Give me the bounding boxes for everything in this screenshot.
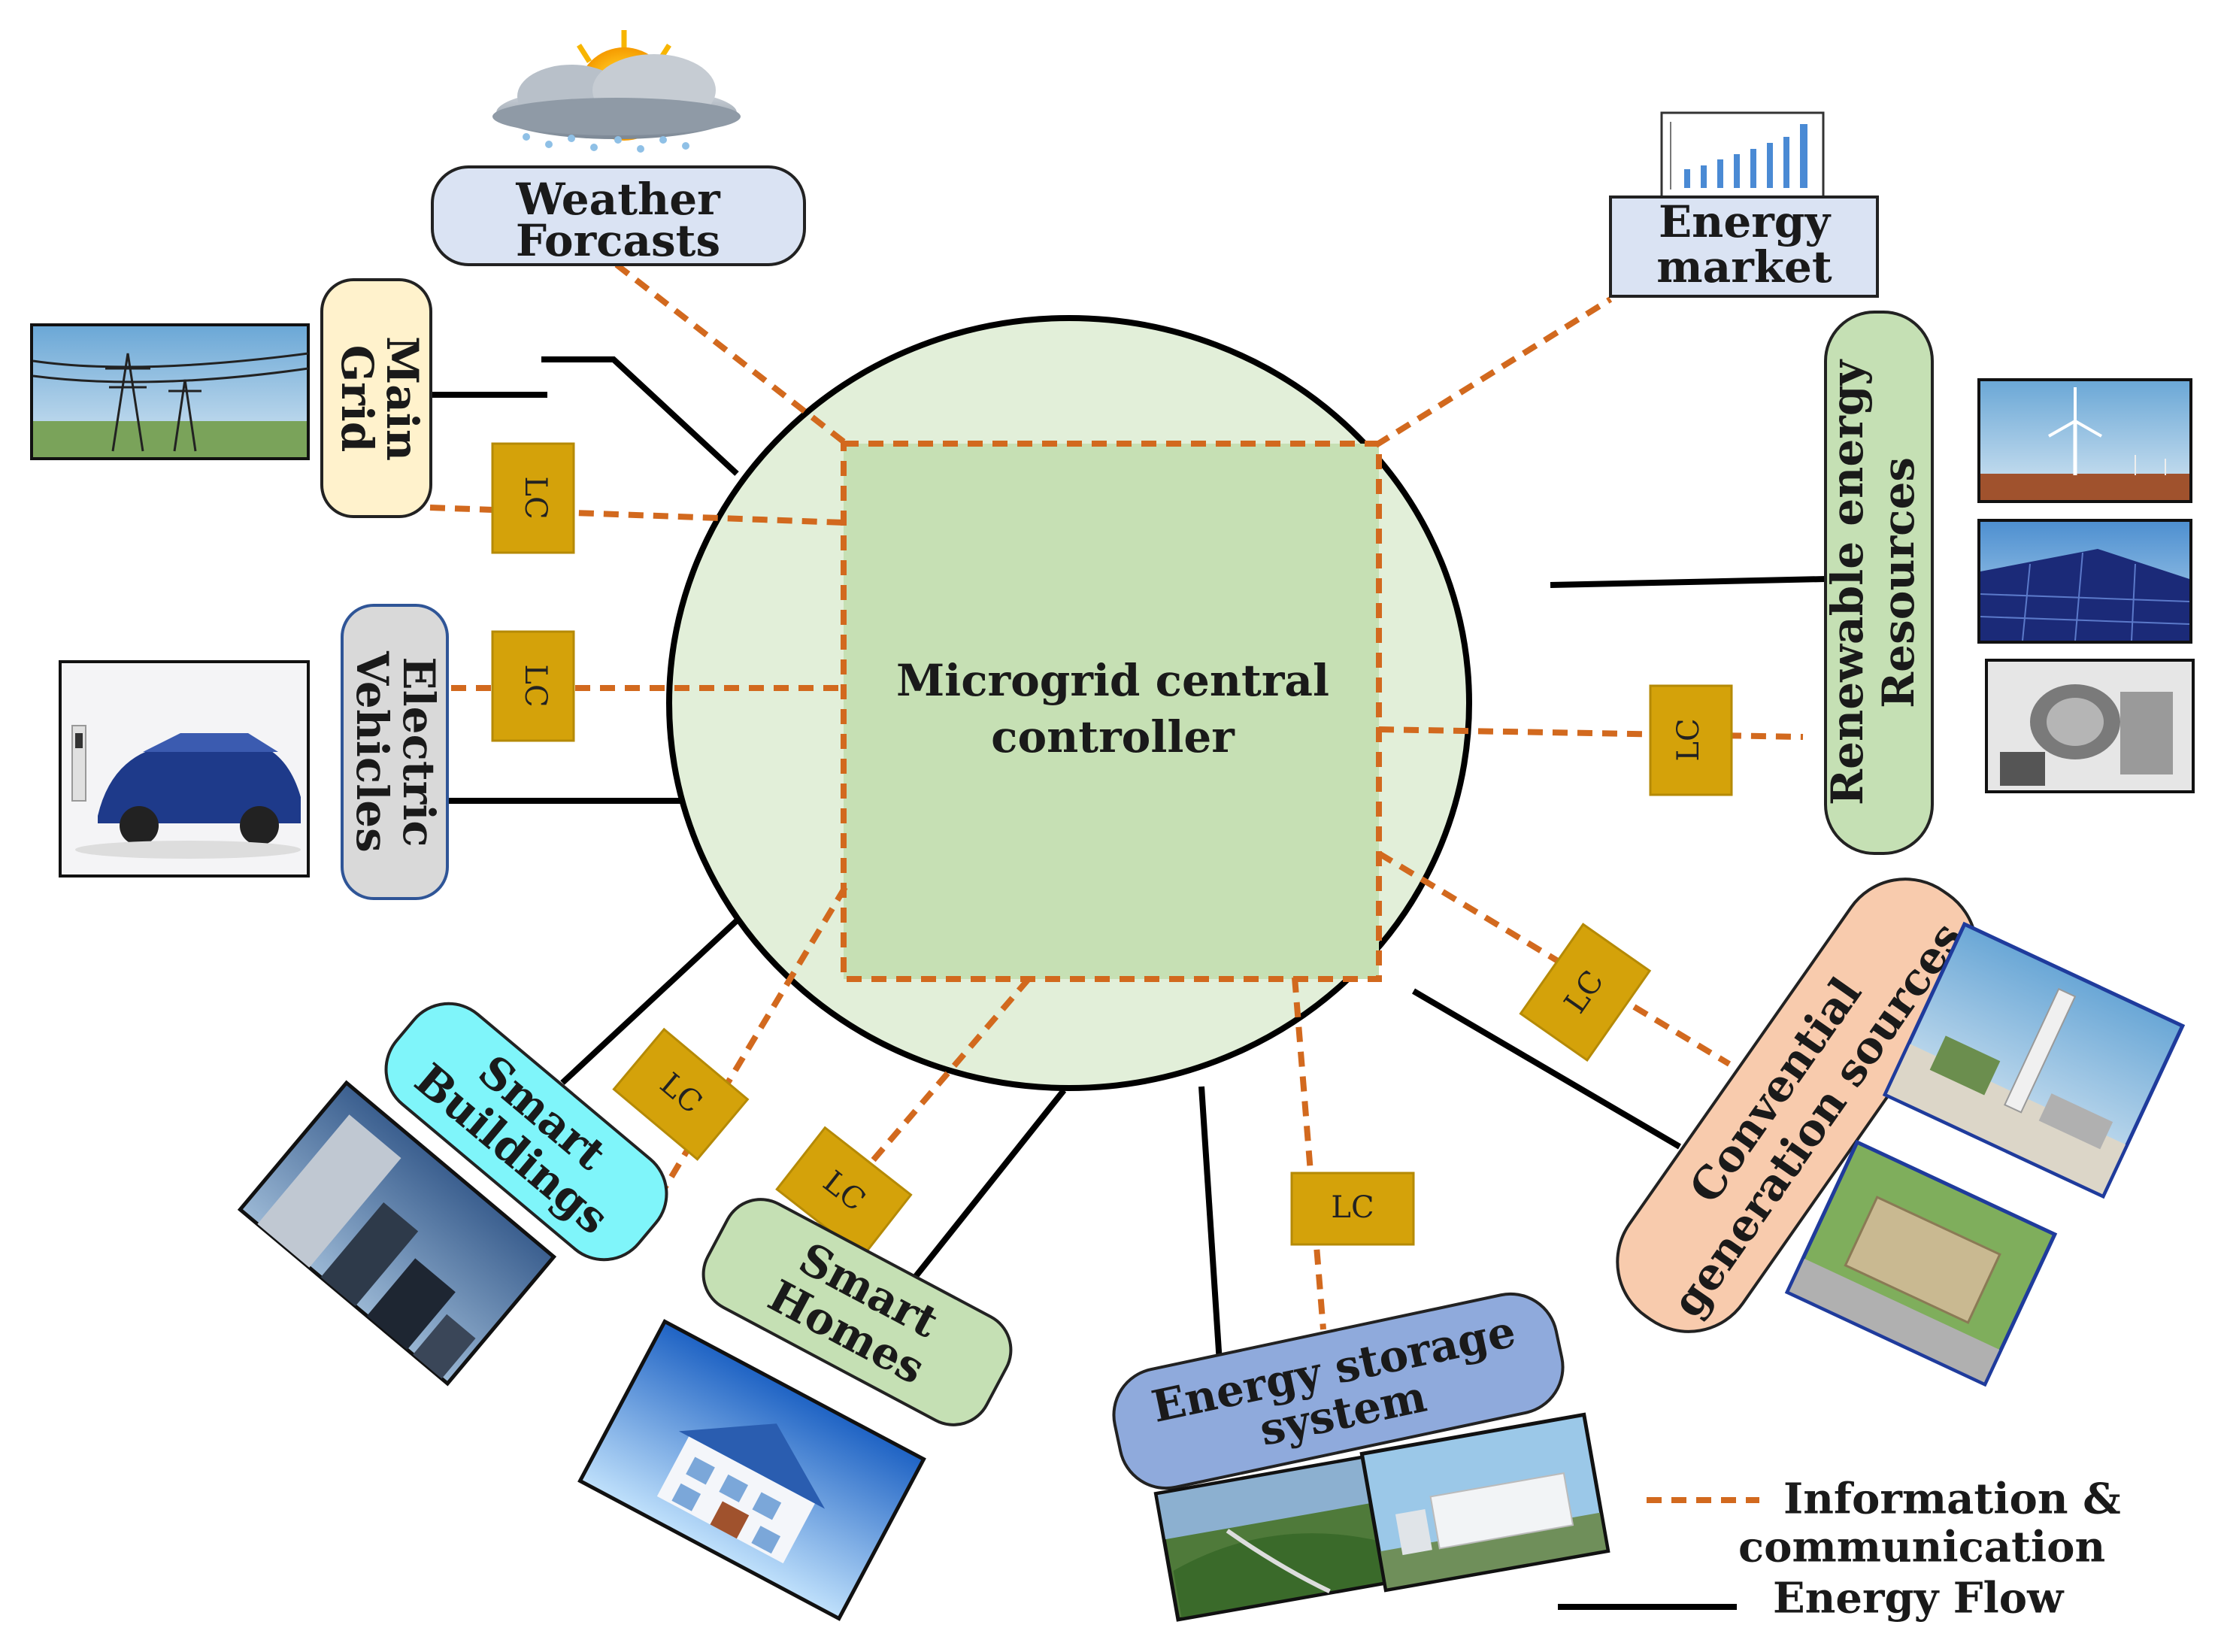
ev-label-line1: Electric [393,656,444,847]
weather-label-line1: Weather [515,174,721,225]
energy-flow-lines [426,356,1826,1363]
lc-box-conventional: LC [1519,923,1652,1062]
info-line-buildings [662,885,848,1190]
main-grid-label-line2: Grid [332,345,383,453]
weather-label-line2: Forcasts [516,215,720,266]
lc-box-storage: LC [1290,1172,1415,1246]
power-plant-photo [1882,921,2186,1199]
battery-container-photo [1359,1412,1610,1593]
svg-text:LC: LC [518,664,553,707]
electric-car-photo [59,660,310,878]
controller-comm-ring [841,441,1382,982]
energy-line-renewable [1550,576,1826,588]
renewable-label-line2: Resources [1873,457,1924,708]
lc-box-ev: LC [491,630,575,742]
info-line-conventional [1377,850,1732,1067]
power-pylon-photo [30,323,310,460]
central-controller-box [844,444,1379,979]
legend: Information & communication Energy Flow [1558,1475,2121,1623]
lc-box-homes: LC [775,1126,913,1259]
main-grid-label-line1: Main [377,336,428,461]
lc-box-renewable: LC [1649,684,1733,796]
energy-line-buildings [560,911,747,1085]
market-label-line1: Energy [1659,196,1832,247]
energy-line-main-grid [541,356,739,476]
svg-text:LC: LC [518,476,553,519]
controller-title-line1: Microgrid central [896,655,1329,706]
svg-text:LC: LC [1671,718,1706,761]
solar-panel-photo [1977,519,2192,644]
wind-turbine-photo [1977,378,2192,503]
ev-label-line2: Vehicles [347,650,398,853]
info-line-market [1374,296,1613,448]
market-label-line2: market [1656,241,1832,293]
energy-line-conventional [1411,988,1682,1150]
skyscraper-photo [237,1080,557,1387]
market-bar-chart-icon [1660,111,1825,199]
lc-box-buildings: LC [612,1027,750,1161]
info-line-main-grid [429,505,844,526]
weather-forecast-node[interactable]: Weather Forcasts [431,165,806,266]
pumped-hydro-photo [1153,1453,1395,1622]
weather-sun-cloud-icon [492,30,741,153]
legend-info-label-line1: Information & [1783,1475,2121,1524]
info-line-storage [1292,977,1326,1330]
energy-market-node[interactable]: Energy market [1609,196,1879,298]
energy-line-storage [1198,1086,1223,1363]
info-line-weather [614,262,850,448]
renewable-label-line1: Renewable energy [1822,359,1873,805]
lc-box-main-grid: LC [491,442,575,554]
renewable-resources-node[interactable]: Renewable energy Resources [1822,311,1934,855]
svg-text:LC: LC [1331,1190,1374,1225]
generator-unit-photo [1784,1139,2058,1387]
legend-energy-label: Energy Flow [1773,1574,2065,1623]
electric-vehicles-node[interactable]: Electric Vehicles [341,604,449,900]
turbine-generator-photo [1985,659,2195,793]
main-grid-node[interactable]: Main Grid [320,278,432,518]
energy-line-homes [890,1088,1067,1307]
legend-info-label-line2: communication [1738,1523,2105,1572]
controller-title-line2: controller [991,711,1235,762]
house-photo [577,1319,926,1621]
